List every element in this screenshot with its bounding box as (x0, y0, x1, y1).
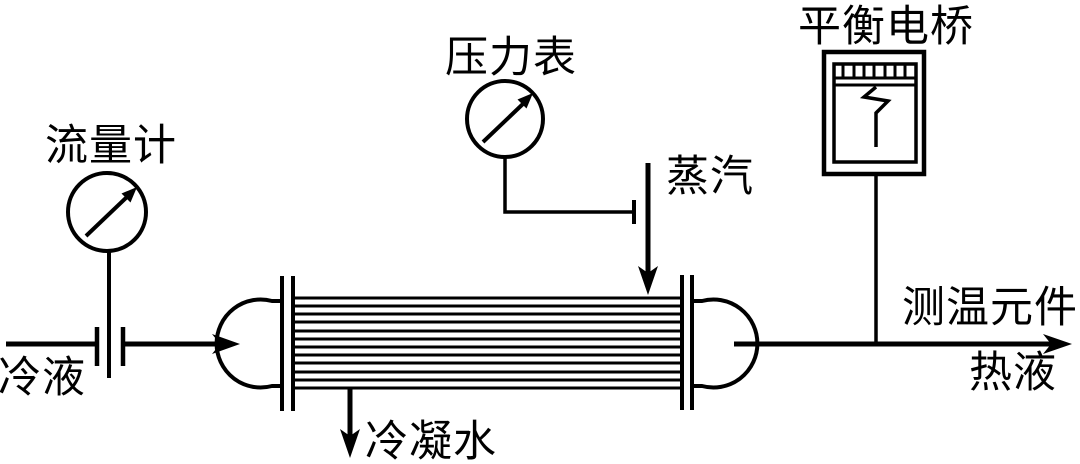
tube-bundle-icon (293, 296, 682, 390)
bridge-outer-case (821, 49, 927, 177)
cold-liquid-label: 冷液 (0, 353, 86, 403)
pressure-gauge-tap-line (503, 156, 632, 214)
left-end-dome (214, 297, 282, 390)
condensate-drain (340, 389, 360, 458)
pressure-gauge-needle (481, 100, 527, 144)
heat-exchanger (214, 275, 760, 411)
temperature-element-label: 测温元件 (902, 283, 1078, 333)
condensate-arrow-icon (340, 429, 360, 458)
flow-meter (66, 171, 148, 378)
pressure-gauge (465, 79, 636, 224)
hot-outlet-pipe (734, 334, 1072, 354)
inlet-flow-arrow-icon (212, 334, 240, 354)
condensate-label: 冷凝水 (365, 417, 497, 464)
flow-meter-needle (84, 194, 130, 238)
pressure-gauge-dial-icon (465, 79, 545, 159)
balance-bridge-instrument (821, 49, 927, 344)
pressure-gauge-label: 压力表 (445, 33, 577, 83)
steam-label: 蒸汽 (666, 152, 754, 202)
bridge-scale-comb-icon (834, 64, 916, 87)
flow-meter-needle-tip-icon (121, 187, 137, 203)
flow-meter-label: 流量计 (45, 121, 177, 171)
steam-arrow-icon (638, 266, 658, 295)
balance-bridge-label: 平衡电桥 (798, 2, 974, 52)
hot-liquid-label: 热液 (969, 348, 1057, 398)
bridge-pen-trace-icon (859, 85, 892, 147)
flow-meter-gauge-icon (66, 171, 148, 253)
steam-inlet (638, 163, 658, 295)
cold-inlet-pipe (6, 327, 240, 366)
outlet-flow-arrow-icon (1043, 334, 1072, 354)
pressure-gauge-needle-tip-icon (517, 93, 533, 109)
left-tube-sheet (280, 276, 295, 411)
right-tube-sheet (680, 275, 694, 410)
